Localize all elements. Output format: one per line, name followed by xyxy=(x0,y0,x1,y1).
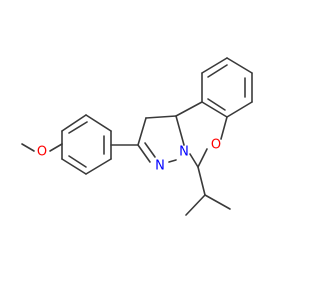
bond-bz6-bz1-inner xyxy=(207,98,226,111)
bond-n1-n2 xyxy=(168,159,177,163)
bond-methyl-o xyxy=(21,143,35,152)
bond-bz3-bz4 xyxy=(226,57,253,74)
methoxyphenyl-ring xyxy=(61,114,112,175)
bond-c3-c4 xyxy=(137,117,147,146)
bond-c6-n1 xyxy=(189,153,199,168)
bond-ar5-ar6 xyxy=(85,158,112,175)
isopropyl-group xyxy=(185,166,231,216)
bond-c5-bz1 xyxy=(175,101,203,117)
bond-bz2-bz3 xyxy=(201,57,228,74)
bond-c4-c5 xyxy=(145,115,177,119)
bond-bz6-bz1 xyxy=(201,101,228,118)
oxazine-ring xyxy=(189,116,228,168)
bond-bz6-o xyxy=(220,116,228,140)
bond-ar6-ar1 xyxy=(61,158,87,175)
atom-oxygen-methoxy: O xyxy=(37,145,47,160)
bond-bz5-bz6 xyxy=(226,101,253,118)
methoxy-group xyxy=(21,143,63,152)
fused-benzene-ring xyxy=(175,57,253,118)
bond-c6-ch xyxy=(197,166,206,196)
bond-o-aryl xyxy=(49,143,63,152)
bond-o-c6 xyxy=(197,148,208,168)
bond-ch-me1 xyxy=(185,194,206,216)
bond-ar2-ar3-inner xyxy=(68,121,88,134)
bond-c3-n2 xyxy=(137,144,151,163)
bond-ch-me2 xyxy=(204,194,231,210)
bond-ar3-ar4 xyxy=(85,114,112,132)
pyrazoline-ring xyxy=(137,115,185,163)
molecule-structure: O O N N xyxy=(21,57,253,216)
atom-nitrogen-imine: N xyxy=(155,159,165,174)
bond-c5-n1 xyxy=(175,115,185,146)
atom-nitrogen-ring: N xyxy=(179,145,189,160)
bond-c3-n2-double xyxy=(144,142,156,158)
atom-oxygen-ring: O xyxy=(211,138,221,153)
bond-bz2-bz3-inner xyxy=(207,64,228,78)
bond-ar2-ar3 xyxy=(61,114,87,132)
bond-ar6-ar1-inner xyxy=(68,155,87,168)
